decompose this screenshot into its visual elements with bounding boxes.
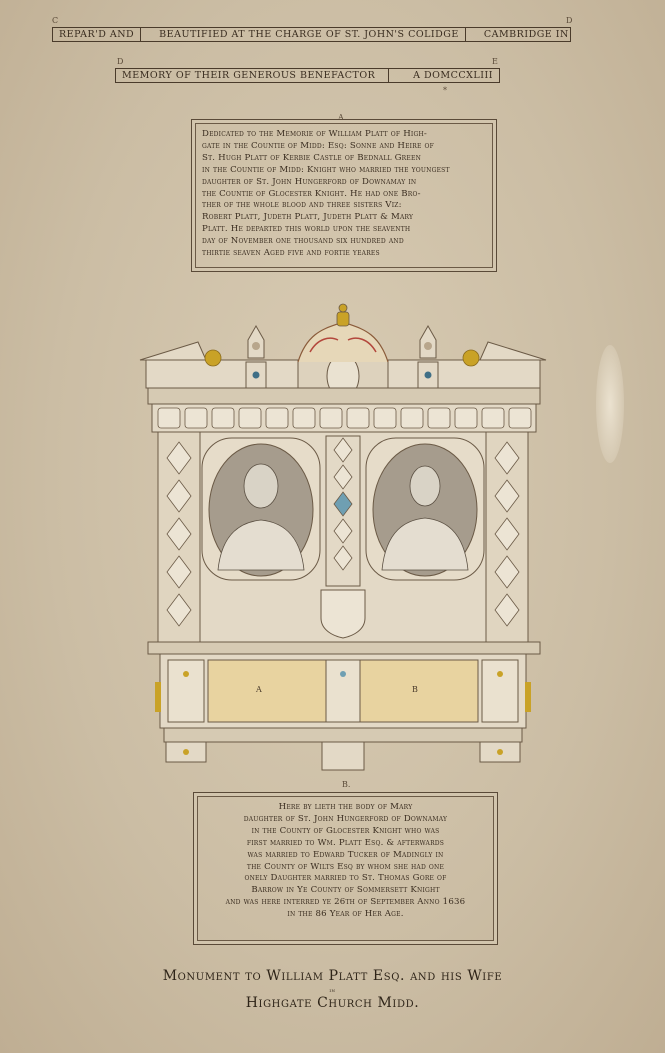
inscription-line: thirtie seaven Aged five and fortie year… bbox=[202, 248, 380, 259]
cornice-panel bbox=[427, 407, 451, 429]
inscription-line: and was here interred ye 26th of Septemb… bbox=[225, 897, 466, 908]
inscription-line: the Countie of Glocester Knight. He had … bbox=[202, 188, 421, 199]
pilaster-diamond bbox=[494, 517, 520, 551]
banner-divider bbox=[387, 69, 401, 82]
pilaster-diamond bbox=[166, 517, 192, 551]
cornice-panel bbox=[373, 407, 397, 429]
inscription-line: Barrow in Ye County of Sommersett Knight bbox=[251, 885, 440, 896]
cornice-panel bbox=[292, 407, 316, 429]
cornice-panel bbox=[481, 407, 505, 429]
banner-second-part2: A Domccxliii bbox=[413, 70, 493, 81]
column-diamond bbox=[333, 437, 353, 463]
pilaster-diamond bbox=[166, 479, 192, 513]
monument-drawing: A B bbox=[139, 303, 547, 771]
cartouche-icon bbox=[155, 659, 531, 723]
inscription-line: in the County of Glocester Knight who wa… bbox=[251, 825, 440, 836]
pilaster-diamond bbox=[494, 441, 520, 475]
cornice-panel bbox=[454, 407, 478, 429]
banner-top-part3: Cambridge in bbox=[483, 29, 569, 40]
pilaster-diamond bbox=[494, 555, 520, 589]
inscription-line: St. Hugh Platt of Kerbie Castle of Bedna… bbox=[202, 152, 422, 163]
inscription-line: first married to Wm. Platt Esq. & afterw… bbox=[246, 837, 445, 848]
inscription-line: the County of Wilts Esq by whom she had … bbox=[246, 861, 445, 872]
caption-line2: Highgate Church Midd. bbox=[245, 995, 420, 1011]
paper-stain bbox=[596, 345, 624, 463]
mark-b: B. bbox=[342, 780, 351, 789]
banner-second-part1: Memory of their Generous Benefactor bbox=[122, 70, 376, 81]
inscription-line: Platt. He departed this world upon the s… bbox=[202, 224, 411, 235]
banner-divider bbox=[464, 28, 478, 41]
mark-d-top: D bbox=[566, 16, 573, 25]
mark-d-left: D bbox=[117, 57, 124, 66]
pilaster-diamond bbox=[494, 479, 520, 513]
banner-top-part1: Repar'd and bbox=[59, 29, 135, 40]
column-diamond bbox=[333, 545, 353, 571]
tablet-label-a: A bbox=[255, 685, 262, 694]
column-diamond bbox=[333, 464, 353, 490]
cornice-panel bbox=[346, 407, 370, 429]
mark-e: E bbox=[492, 57, 498, 66]
banner-divider bbox=[140, 28, 153, 41]
cornice-panel bbox=[400, 407, 424, 429]
monument-crest bbox=[139, 303, 547, 399]
inscription-line: was married to Edward Tucker of Madingly… bbox=[247, 849, 444, 860]
column-diamond bbox=[333, 518, 353, 544]
mark-c: C bbox=[52, 16, 59, 25]
column-diamond bbox=[333, 491, 353, 517]
banner-top: Repar'd and Beautified at the Charge of … bbox=[52, 27, 571, 42]
inscription-panel-a: Dedicated to the Memorie of William Plat… bbox=[191, 119, 497, 272]
tablet-label-b: B bbox=[412, 685, 418, 694]
inscription-line: Dedicated to the Memorie of William Plat… bbox=[202, 129, 427, 139]
cornice-panel bbox=[265, 407, 289, 429]
pilaster-diamond bbox=[166, 441, 192, 475]
inscription-line: day of November one thousand six hundred… bbox=[202, 236, 404, 247]
mark-star: * bbox=[443, 86, 447, 95]
cornice-panel bbox=[319, 407, 343, 429]
banner-top-part2: Beautified at the Charge of St. John's C… bbox=[159, 29, 459, 40]
banner-second: Memory of their Generous Benefactor A Do… bbox=[115, 68, 500, 83]
pilaster-diamond bbox=[166, 555, 192, 589]
inscription-line: gate in the Countie of Midd: Esq: Sonne … bbox=[202, 140, 434, 151]
pilaster-diamond bbox=[166, 593, 192, 627]
caption-in-word: in bbox=[329, 987, 336, 994]
cornice-panel bbox=[157, 407, 181, 429]
bust-woman-icon bbox=[365, 437, 485, 581]
pilaster-diamond bbox=[494, 593, 520, 627]
inscription-line: in the Countie of Midd: Knight who marri… bbox=[202, 164, 450, 175]
inscription-line: ther of the whole blood and three sister… bbox=[202, 200, 402, 211]
cornice-panel bbox=[184, 407, 208, 429]
mark-a: A. bbox=[338, 113, 347, 122]
cornice-panel bbox=[508, 407, 532, 429]
cornice-panel bbox=[211, 407, 235, 429]
shield-icon bbox=[320, 589, 366, 639]
inscription-line: Here by lieth the body of Mary bbox=[278, 802, 413, 812]
cornice-panel bbox=[238, 407, 262, 429]
inscription-line: daughter of St. John Hungerford of Downa… bbox=[243, 813, 448, 824]
inscription-line: daughter of St. John Hungerford of Downa… bbox=[202, 176, 417, 187]
bust-man-icon bbox=[201, 437, 321, 581]
inscription-line: onely Daughter married to St. Thomas Gor… bbox=[244, 873, 447, 884]
inscription-line: Robert Platt, Judeth Platt, Judeth Platt… bbox=[202, 212, 414, 223]
inscription-line: in the 86 Year of Her Age. bbox=[287, 909, 404, 920]
caption-line1: Monument to William Platt Esq. and his W… bbox=[162, 968, 503, 984]
urn-icon bbox=[204, 324, 480, 389]
